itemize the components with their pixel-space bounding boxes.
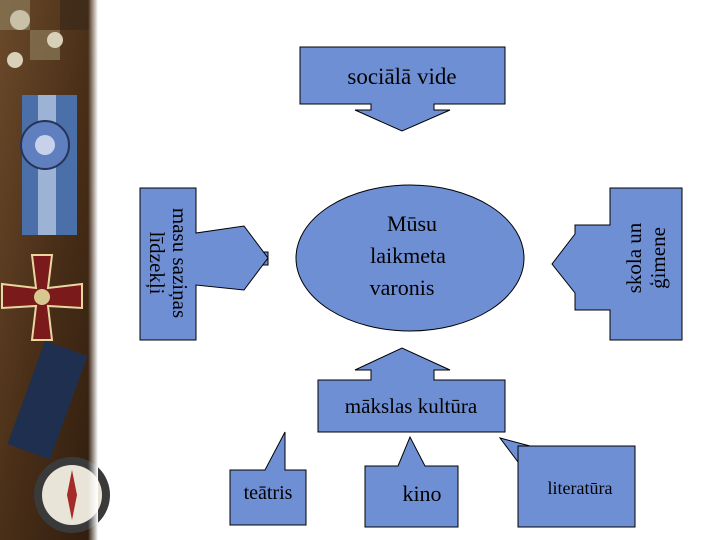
callout-kino-shape: [364, 435, 459, 528]
callout-kino-label: kino: [402, 481, 441, 506]
medal-cross-icon: [1, 254, 83, 341]
center-line-2: laikmeta: [370, 243, 446, 268]
left-label-line-2: līdzekļi: [145, 232, 169, 295]
diagram-shapes: [139, 46, 683, 528]
top-callout-shape: [299, 46, 506, 132]
decorative-photo-strip: [0, 0, 110, 540]
right-label-group: skola un ģimene: [622, 222, 670, 293]
top-label: sociālā vide: [347, 64, 456, 89]
left-label-group: masu saziņas līdzekļi: [145, 208, 192, 318]
callout-literatura-pointer: [498, 437, 531, 464]
right-callout-shape: [551, 187, 683, 341]
center-line-3: varonis: [370, 275, 435, 300]
center-ellipse-shape: [295, 184, 525, 332]
left-callout-shape: [139, 187, 269, 341]
callout-literatura-shape: [517, 445, 636, 528]
right-label-line-2: ģimene: [646, 227, 670, 289]
compass-icon: [34, 457, 110, 533]
right-label-line-1: skola un: [622, 222, 646, 293]
bottom-label: mākslas kultūra: [345, 394, 478, 418]
left-label-line-1: masu saziņas: [168, 208, 192, 318]
callout-literatura-label: literatūra: [548, 478, 613, 498]
center-line-1: Mūsu: [387, 211, 437, 236]
bottom-callout-shape: [317, 347, 506, 433]
callout-teatris-shape: [229, 431, 307, 526]
callout-teatris-label: teātris: [244, 482, 293, 504]
